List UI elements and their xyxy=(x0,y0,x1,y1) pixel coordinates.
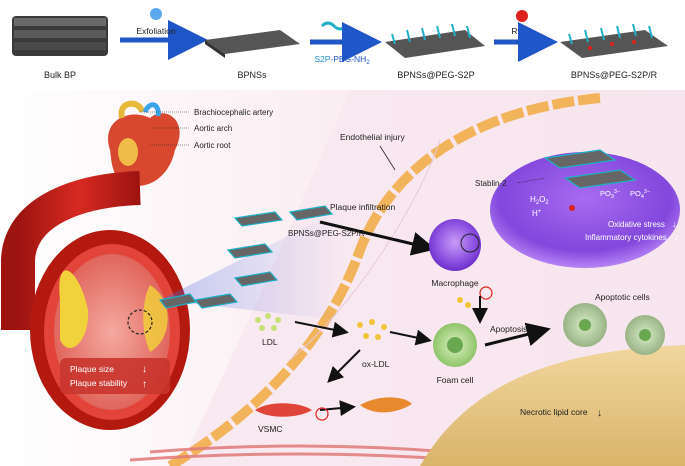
plaque-stability-arrow: ↑ xyxy=(142,379,147,390)
label-ox-ldl: ox-LDL xyxy=(362,359,390,369)
label-bulk-bp: Bulk BP xyxy=(44,70,76,80)
artery-cross-section xyxy=(30,230,190,430)
label-apoptosis: Apoptosis xyxy=(490,324,527,334)
label-necrotic-core: Necrotic lipid core xyxy=(520,407,588,417)
necrotic-core-shape xyxy=(420,345,685,466)
necrotic-arrow: ↓ xyxy=(597,408,602,419)
label-stablin: Stablin-2 xyxy=(475,179,507,188)
cell-zoom-ellipse xyxy=(490,152,680,268)
water-drop-icon xyxy=(150,8,162,20)
inhibit-icon-vsmc xyxy=(315,407,329,421)
oxidative-arrow: ↓ xyxy=(672,219,677,229)
stablin-pointer xyxy=(516,177,546,184)
bpns-peg-sheet xyxy=(385,23,485,58)
label-po4: PO43− xyxy=(630,189,650,200)
label-ldl: LDL xyxy=(262,337,278,347)
zoom-circle xyxy=(127,309,153,335)
bpns-sheet xyxy=(205,30,300,58)
label-s2p-peg: S2P-PEG-NH2 xyxy=(314,54,370,66)
label-bpns-peg-r: BPNSs@PEG-S2P/R xyxy=(571,70,658,80)
label-aortic-root: Aortic root xyxy=(194,141,231,150)
label-endothelial-injury: Endothelial injury xyxy=(340,132,405,142)
arrow-apoptosis xyxy=(484,322,551,347)
label-rvd1: RvD1 xyxy=(511,26,533,36)
label-h2o2: H2O2 xyxy=(530,195,549,206)
label-bpns: BPNSs xyxy=(237,70,267,80)
label-oxidative: Oxidative stress xyxy=(608,220,665,229)
synthesis-row: Bulk BP Exfoliation BPNSs S2P-PEG-NH2 BP… xyxy=(12,8,668,80)
label-apoptotic-cells: Apoptotic cells xyxy=(595,292,650,302)
vsmc-cell xyxy=(255,403,312,417)
foam-cell-nucleus xyxy=(447,337,463,353)
zoom-beam xyxy=(160,210,340,320)
nanosheets-circulating xyxy=(158,205,334,309)
label-plaque-size: Plaque size xyxy=(70,364,114,374)
endothelial-pointer xyxy=(379,145,396,171)
inhibit-icon-macrophage xyxy=(479,286,493,300)
bulk-bp-stack xyxy=(12,16,108,56)
apoptotic-nucleus-2 xyxy=(639,329,651,341)
label-plaque-stability: Plaque stability xyxy=(70,378,128,388)
heart-illustration xyxy=(108,100,180,186)
macrophage-cell xyxy=(429,219,481,271)
label-hplus: H+ xyxy=(532,209,542,218)
label-brachiocephalic: Brachiocephalic artery xyxy=(194,108,273,117)
ox-ldl-particles xyxy=(357,319,387,340)
rvd1-icon xyxy=(516,10,528,22)
cell-surface-sheets xyxy=(543,149,637,189)
ldl-particles xyxy=(255,313,281,331)
label-inflammatory: Inflammatory cytokines xyxy=(585,233,667,242)
label-nanosheet: BPNSs@PEG-S2P/R xyxy=(288,229,365,238)
apoptotic-nucleus-1 xyxy=(579,319,591,331)
plaque-size-arrow: ↓ xyxy=(142,364,147,375)
plaque-result-box xyxy=(60,358,170,394)
label-macrophage: Macrophage xyxy=(431,278,479,288)
arrow-oxldl-vsmc xyxy=(327,349,361,383)
arrow-plaque-infiltration xyxy=(319,220,436,256)
artery-tube xyxy=(1,171,141,330)
ox-ldl-near-macrophage xyxy=(457,297,471,308)
endothelial-layer xyxy=(167,93,601,466)
label-po3: PO33− xyxy=(600,189,620,200)
arrow-ldl-oxidation xyxy=(294,321,349,338)
label-exfoliation: Exfoliation xyxy=(136,26,175,36)
bpns-peg-r-sheet xyxy=(560,23,668,58)
inflammatory-arrow: ↓ xyxy=(674,232,679,242)
label-vsmc: VSMC xyxy=(258,424,283,434)
arrow-oxldl-foam xyxy=(389,329,432,346)
rvd1-release-dot xyxy=(569,205,575,211)
label-bpns-peg: BPNSs@PEG-S2P xyxy=(397,70,474,80)
heart-leader-lines xyxy=(140,111,190,146)
macrophage-zoom-circle xyxy=(460,233,480,253)
s2p-peg-icon xyxy=(320,21,348,31)
intima-line xyxy=(289,139,441,361)
label-plaque-infiltration: Plaque infiltration xyxy=(330,202,395,212)
label-aortic-arch: Aortic arch xyxy=(194,124,232,133)
label-foam-cell: Foam cell xyxy=(437,375,474,385)
vsmc-transformed xyxy=(360,397,412,413)
